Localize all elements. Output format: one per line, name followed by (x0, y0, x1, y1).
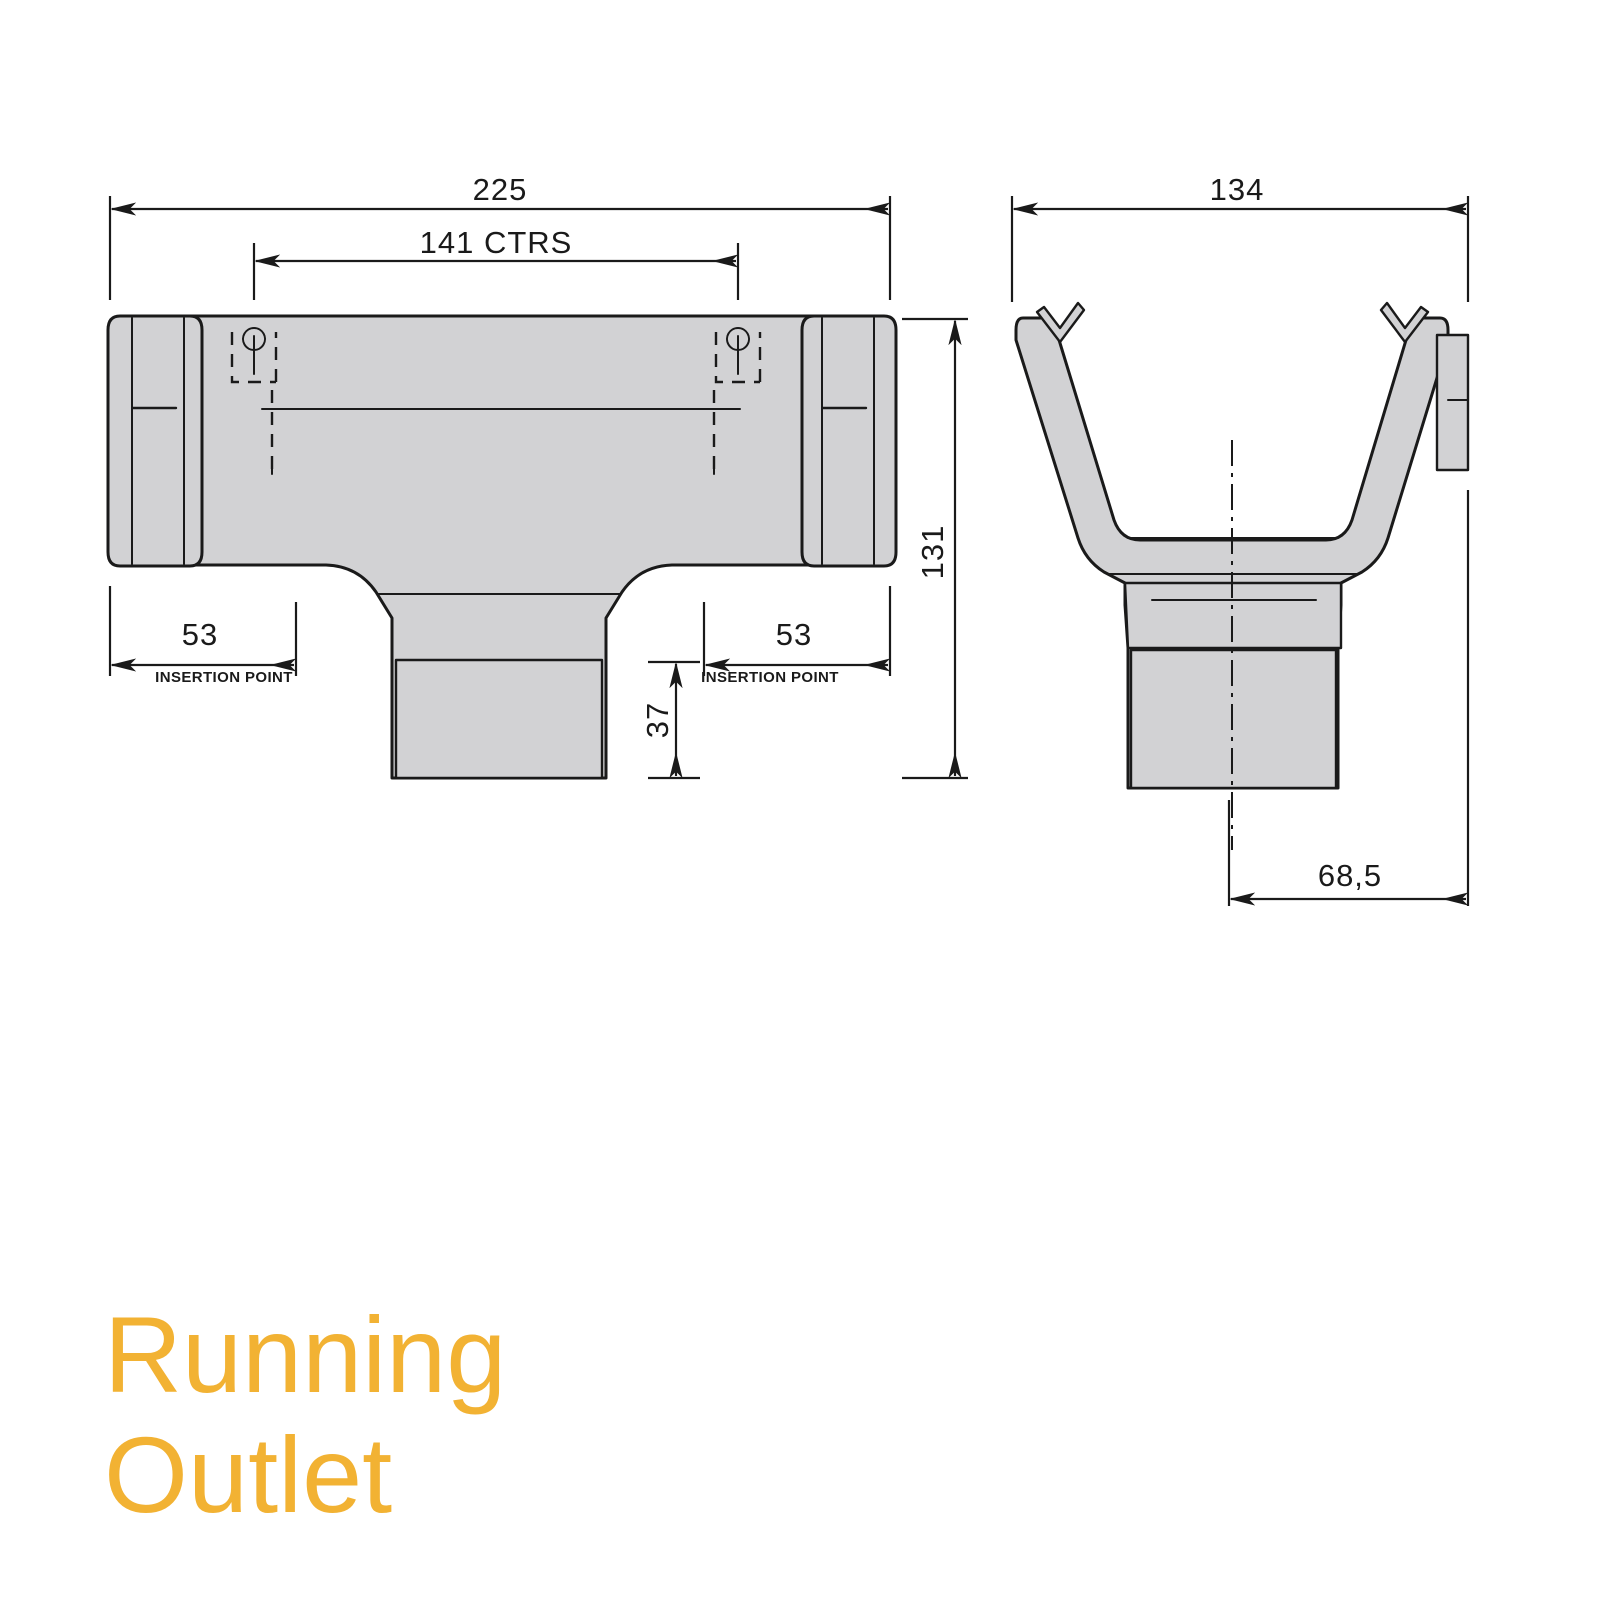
dim-131-text: 131 (915, 525, 950, 580)
caption-line-1: Running (104, 1294, 506, 1415)
dim-141-text: 141 CTRS (420, 225, 573, 260)
outlet-body-outline (184, 314, 820, 780)
dim-overall-height-131: 131 (902, 317, 968, 780)
right-socket-end (800, 314, 898, 568)
left-hidden-detail (230, 327, 278, 475)
side-view-group: 134 68,5 (1010, 172, 1470, 906)
outlet-spigot (394, 658, 604, 780)
side-outlet-spigot (1129, 648, 1338, 790)
left-socket-end (106, 314, 204, 568)
dim-53L-label: INSERTION POINT (155, 669, 293, 686)
dim-overall-width-134: 134 (1010, 172, 1470, 302)
caption-line-2: Outlet (104, 1414, 392, 1535)
left-pocket-hidden-left (230, 332, 276, 384)
dim-37-text: 37 (640, 702, 675, 738)
right-hidden-detail (712, 327, 762, 475)
dim-overall-length-225: 225 (108, 172, 892, 300)
dim-53R-value: 53 (776, 617, 812, 652)
dim-53L-value: 53 (182, 617, 218, 652)
dim-225-text: 225 (473, 172, 528, 207)
dim-685-text: 68,5 (1318, 858, 1382, 893)
drawing-caption: Running Outlet (104, 1294, 506, 1535)
dim-insertion-left-53: 53 INSERTION POINT (108, 586, 298, 686)
dim-spigot-depth-37: 37 (640, 660, 700, 780)
dim-outlet-width-68-5: 68,5 (1227, 490, 1470, 906)
right-pocket-hidden-left (714, 332, 760, 384)
front-view-group: 225 141 CTRS 53 INSERTION POINT (106, 172, 968, 780)
dim-socket-centres-141: 141 CTRS (252, 225, 740, 300)
right-bore-circle (726, 327, 750, 351)
left-gutter-bead-hook (1035, 301, 1086, 344)
left-bore-circle (242, 327, 266, 351)
dim-134-text: 134 (1210, 172, 1265, 207)
dim-insertion-right-53: 53 INSERTION POINT (701, 586, 892, 686)
right-gutter-bead-hook (1379, 301, 1430, 344)
right-mounting-tab (1435, 333, 1470, 472)
dim-53R-label: INSERTION POINT (701, 669, 839, 686)
